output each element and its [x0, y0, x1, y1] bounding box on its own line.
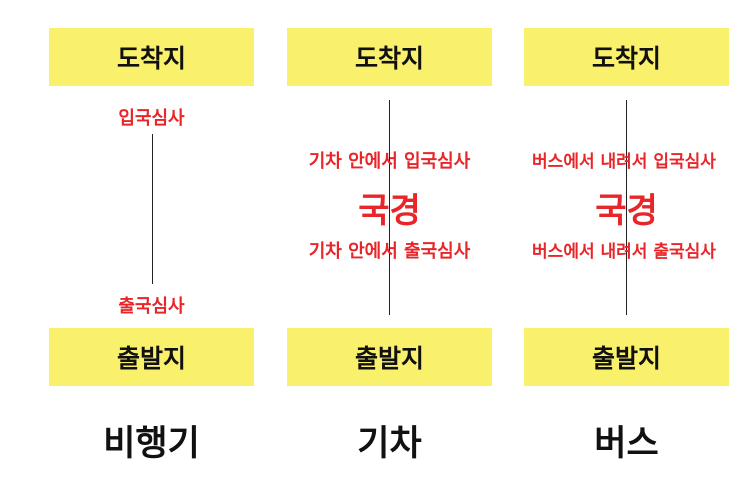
border-label: 국경 [358, 191, 421, 231]
transport-mode-label: 기차 [357, 424, 422, 464]
entry-inspection-label: 버스에서 내려서 입국심사 [532, 152, 716, 172]
exit-inspection-label: 기차 안에서 출국심사 [308, 241, 471, 262]
entry-inspection-label: 입국심사 [118, 108, 185, 129]
origin-box: 출발지 [524, 328, 729, 386]
transport-mode-label: 버스 [594, 424, 659, 464]
bus-column: 도착지 버스에서 내려서 입국심사 국경 버스에서 내려서 출국심사 출발지 버… [524, 0, 729, 500]
border-label: 국경 [595, 191, 658, 231]
transport-mode-label: 비행기 [103, 424, 200, 464]
entry-inspection-label: 기차 안에서 입국심사 [308, 151, 471, 172]
destination-box: 도착지 [524, 28, 729, 86]
origin-box: 출발지 [49, 328, 254, 386]
train-column: 도착지 기차 안에서 입국심사 국경 기차 안에서 출국심사 출발지 기차 [287, 0, 492, 500]
route-line [389, 100, 390, 315]
exit-inspection-label: 출국심사 [118, 296, 185, 317]
route-line [152, 134, 153, 284]
destination-box: 도착지 [287, 28, 492, 86]
destination-box: 도착지 [49, 28, 254, 86]
exit-inspection-label: 버스에서 내려서 출국심사 [532, 242, 716, 262]
origin-box: 출발지 [287, 328, 492, 386]
airplane-column: 도착지 입국심사 출국심사 출발지 비행기 [49, 0, 254, 500]
route-line [626, 100, 627, 315]
